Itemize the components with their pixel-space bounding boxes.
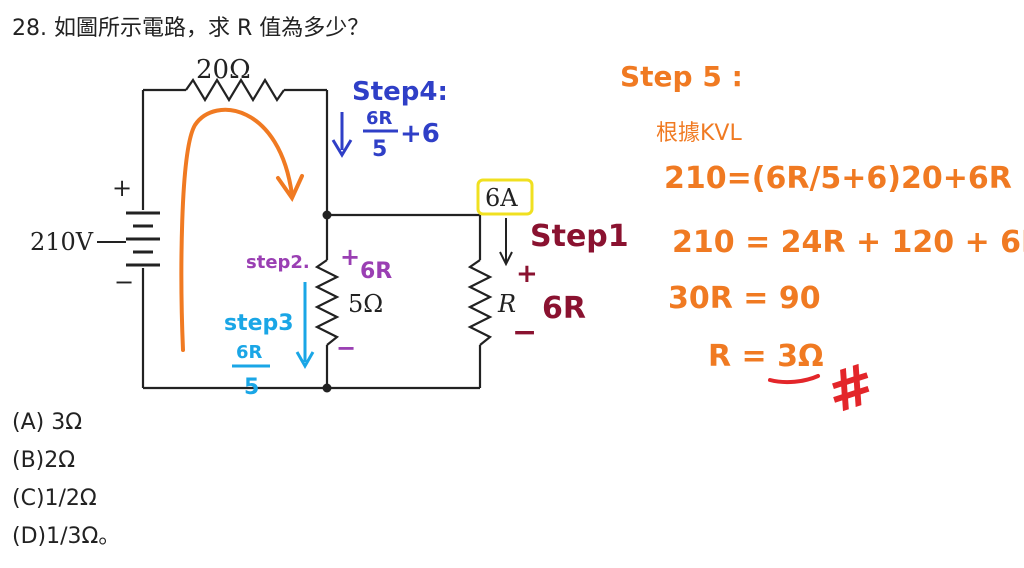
choice-c: (C)1/2Ω xyxy=(12,486,97,511)
resistor-20-ohm xyxy=(185,77,285,103)
step3-denominator: 5 xyxy=(244,375,259,400)
battery-plus: + xyxy=(112,174,132,202)
current-label: 6A xyxy=(485,184,518,212)
step3-annotation: step3 6R 5 xyxy=(224,311,294,400)
r-voltage-label: 6R xyxy=(542,291,586,326)
answer-choices: (A) 3Ω (B)2Ω (C)1/2Ω (D)1/3Ω。 xyxy=(12,404,120,556)
step4-title: Step4: xyxy=(352,77,448,107)
source-voltage-label: 210V xyxy=(30,228,94,256)
step5-annotation: Step 5 : 根據KVL 210=(6R/5+6)20+6R 210 = 2… xyxy=(620,60,1024,374)
resistor-5-ohm xyxy=(314,259,340,346)
step1-label: Step1 xyxy=(530,219,629,254)
step2-value: 6R xyxy=(360,259,392,284)
battery-minus: − xyxy=(114,268,134,296)
kvl-label: 根據KVL xyxy=(656,121,742,146)
r-minus-sign: − xyxy=(512,315,537,350)
circuit-wires xyxy=(141,77,493,390)
step4-annotation: Step4: 6R 5 +6 xyxy=(352,77,448,162)
step2-annotation: step2. + 6R − xyxy=(246,243,392,362)
orange-loop-arrowhead xyxy=(276,174,304,203)
node-bottom xyxy=(322,383,332,393)
node-top xyxy=(322,210,332,220)
orange-loop-arrow xyxy=(179,107,294,352)
step3-numerator: 6R xyxy=(236,342,263,363)
answer-underline xyxy=(768,374,820,385)
step4-denominator: 5 xyxy=(372,137,387,162)
equation-1: 210=(6R/5+6)20+6R xyxy=(664,161,1012,196)
step4-tail: +6 xyxy=(400,119,440,149)
equation-3: 30R = 90 xyxy=(668,281,821,316)
step5-title: Step 5 : xyxy=(620,60,743,93)
label-20-ohm: 20Ω xyxy=(196,55,251,85)
resistor-r xyxy=(467,259,493,346)
step3-label: step3 xyxy=(224,311,294,336)
choice-a: (A) 3Ω xyxy=(12,410,83,435)
final-answer-mark: # xyxy=(819,351,884,427)
choice-d: (D)1/3Ω。 xyxy=(12,524,121,549)
label-5-ohm: 5Ω xyxy=(348,290,383,318)
equation-4: R = 3Ω xyxy=(708,339,824,374)
step1-annotation: Step1 + 6R − xyxy=(512,219,629,350)
step3-arrow-head xyxy=(295,351,315,370)
choice-b: (B)2Ω xyxy=(12,448,76,473)
current-highlight-box xyxy=(476,178,534,216)
battery-symbol xyxy=(126,211,160,267)
r-plus-sign: + xyxy=(516,259,538,289)
step4-arrow-head xyxy=(331,139,353,158)
mid-plus-sign: + xyxy=(340,243,360,271)
current-arrow xyxy=(499,218,513,267)
equation-2: 210 = 24R + 120 + 6R xyxy=(672,225,1024,260)
question-text: 28. 如圖所示電路，求 R 值為多少？ xyxy=(12,16,370,41)
step2-label: step2. xyxy=(246,252,310,273)
step4-numerator: 6R xyxy=(366,108,393,129)
label-r: R xyxy=(497,290,516,318)
mid-minus-sign: − xyxy=(336,334,356,362)
